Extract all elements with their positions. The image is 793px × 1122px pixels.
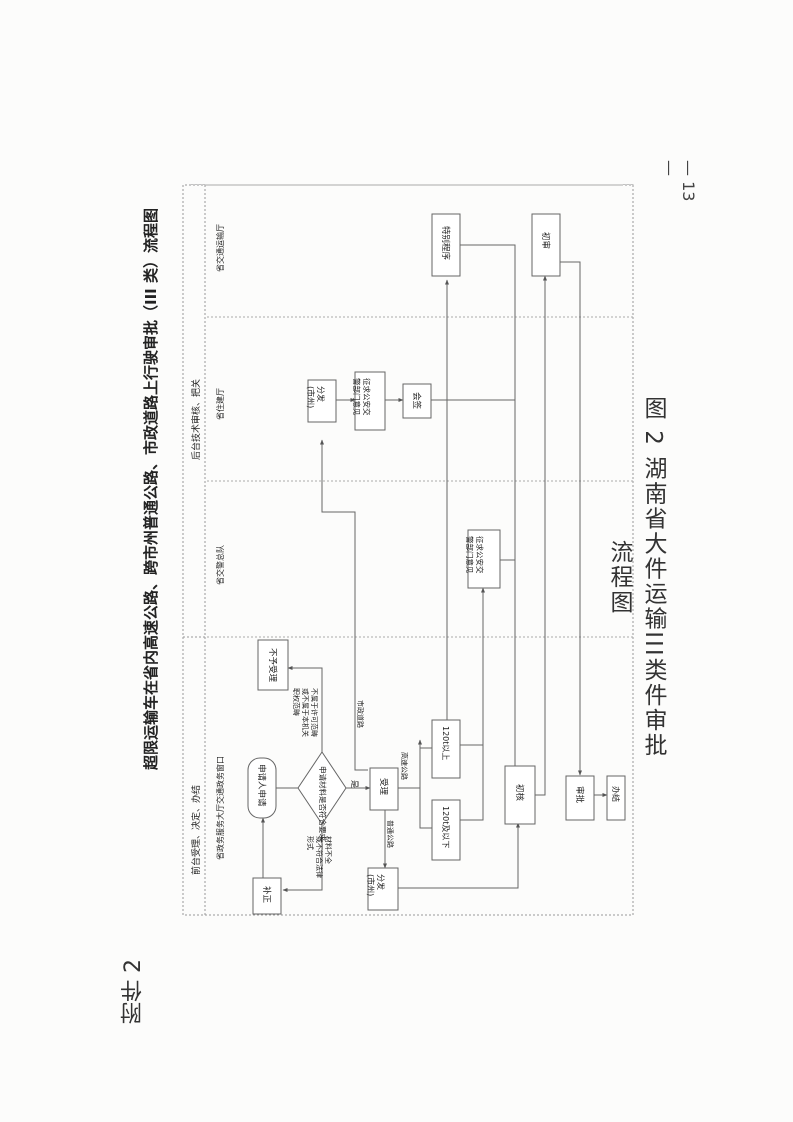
page-number: — 13 — — [660, 160, 698, 202]
node-police-opinion-1-text: 征求公安交 警部门意见 — [465, 536, 485, 576]
node-dispatch-city-2-text: 分发 (市州) — [306, 386, 326, 408]
out-scope-line3: 职权范畴 — [292, 688, 301, 716]
node-le120-text: 120t及以下 — [441, 806, 450, 848]
node-police-opinion-2 — [354, 371, 386, 431]
out-scope-line2: 或不属于本机关 — [301, 688, 310, 737]
label-ordinary: 普通公路 — [386, 820, 395, 848]
dispatch-city-line2: (市州) — [366, 874, 376, 896]
incomplete-line3: 形式 — [306, 836, 315, 850]
node-accept — [369, 767, 399, 811]
node-apply-text: 申请人申请 — [256, 764, 267, 807]
lane-housing-text: 省住建厅 — [215, 388, 225, 420]
police-opinion-2-line1: 征求公安交 — [362, 378, 372, 416]
node-special-text: 特别程序 — [440, 226, 451, 261]
node-dispatch-city-text: 分发 (市州) — [366, 874, 386, 896]
node-reject-text: 不予受理 — [267, 648, 278, 683]
node-special — [431, 213, 461, 277]
stage-back-text: 后台技术审核、把关 — [190, 379, 202, 460]
node-approve — [565, 775, 595, 821]
label-incomplete: 材料不全 或不符合法律 形式 — [306, 836, 333, 880]
figure-caption: 图 2 湖南省大件运输III类件审批流程图 — [606, 396, 666, 758]
police-opinion-1-line2: 警部门意见 — [465, 536, 475, 574]
node-check-decision — [297, 751, 347, 825]
node-first-review-text: 初审 — [540, 232, 551, 249]
node-done — [606, 775, 626, 821]
node-first-review — [531, 213, 561, 277]
node-accept-text: 受理 — [378, 778, 389, 796]
dispatch-city-line1: 分发 — [376, 874, 386, 890]
node-review — [504, 765, 536, 825]
node-review-text: 初核 — [514, 784, 525, 802]
node-countersign — [402, 383, 432, 419]
node-countersign-text: 会签 — [411, 392, 422, 410]
node-correct-text: 补正 — [261, 886, 272, 904]
diagram-title-text: 超限运输车在省内高速公路、跨市州普通公路、市政道路上行驶审批（III 类）流程图 — [142, 208, 160, 771]
out-scope-line1: 不属于许可范畴 — [310, 688, 319, 737]
police-opinion-1-line1: 征求公安交 — [475, 536, 485, 574]
incomplete-line1: 材料不全 — [324, 836, 333, 864]
label-yes: 是 — [350, 780, 359, 788]
dispatch-city-2-line1: 分发 — [316, 386, 326, 402]
label-highway: 高速公路 — [400, 752, 409, 780]
label-out-scope: 不属于许可范畴 或不属于本机关 职权范畴 — [292, 688, 319, 739]
node-done-text: 办结 — [611, 786, 621, 802]
node-gt120 — [431, 719, 461, 779]
outer-frame — [182, 184, 634, 916]
node-apply — [247, 757, 277, 819]
police-opinion-2-line2: 警部门意见 — [352, 378, 362, 416]
node-police-opinion-1 — [467, 529, 501, 589]
dispatch-city-2-line2: (市州) — [306, 386, 316, 408]
stage-front-text: 前台受理、决定、办结 — [190, 785, 202, 875]
incomplete-line2: 或不符合法律 — [315, 836, 324, 878]
node-gt120-text: 120t以上 — [441, 726, 450, 760]
label-municipal: 市政道路 — [356, 700, 365, 728]
lane-police-text: 省交警总队 — [215, 545, 225, 585]
node-reject — [257, 639, 289, 691]
node-correct — [252, 877, 282, 915]
node-dispatch-city — [367, 867, 399, 911]
node-check-text: 申请材料是否符合要求 — [318, 766, 328, 841]
lane-transport-text: 省交通运输厅 — [215, 224, 225, 272]
node-le120 — [431, 799, 461, 861]
node-police-opinion-2-text: 征求公安交 警部门意见 — [352, 378, 372, 418]
node-dispatch-city-2 — [307, 379, 337, 423]
lane-gov-window-text: 省政务服务大厅交通政务窗口 — [215, 756, 225, 860]
node-approve-text: 审批 — [574, 786, 585, 804]
